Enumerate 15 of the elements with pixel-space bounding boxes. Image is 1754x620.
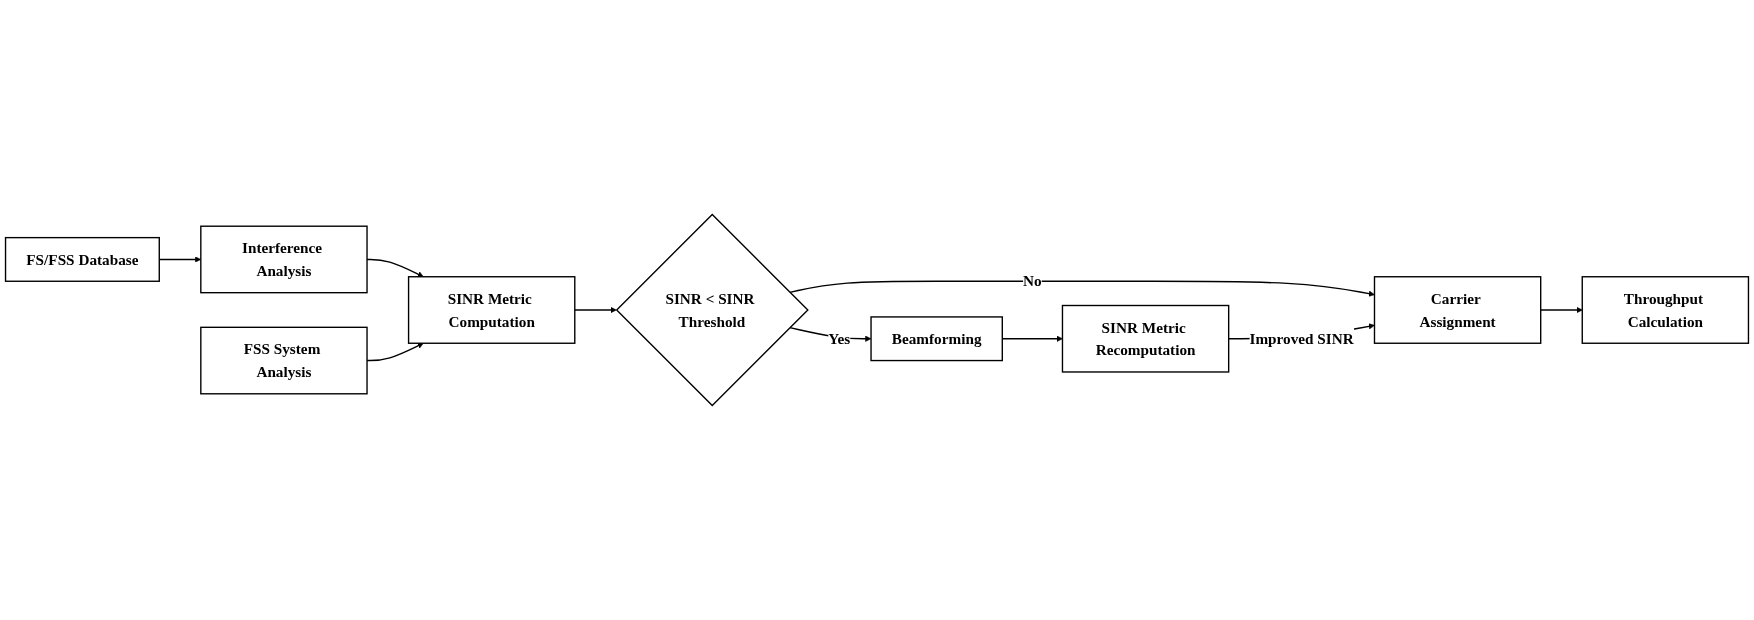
- node-box: FS/FSS Database: [4, 236, 160, 282]
- edge-label: Yes: [828, 330, 851, 348]
- node-box: FSS System Analysis: [200, 326, 368, 395]
- node-box: Beamforming: [870, 316, 1003, 362]
- arrow: [1540, 306, 1583, 314]
- node-box: Interference Analysis: [200, 225, 368, 294]
- edge-label: No: [1023, 272, 1042, 290]
- arrow: [789, 280, 1375, 297]
- node-box: SINR Metric Computation: [407, 276, 576, 344]
- node-box: SINR Metric Recomputation: [1061, 304, 1230, 373]
- node-box: Throughput Calculation: [1581, 276, 1750, 344]
- edge-label: Improved SINR: [1249, 330, 1354, 348]
- node-box: Carrier Assignment: [1373, 276, 1542, 344]
- arrow: [574, 306, 617, 314]
- node-diamond: SINR < SINR Threshold: [615, 213, 809, 407]
